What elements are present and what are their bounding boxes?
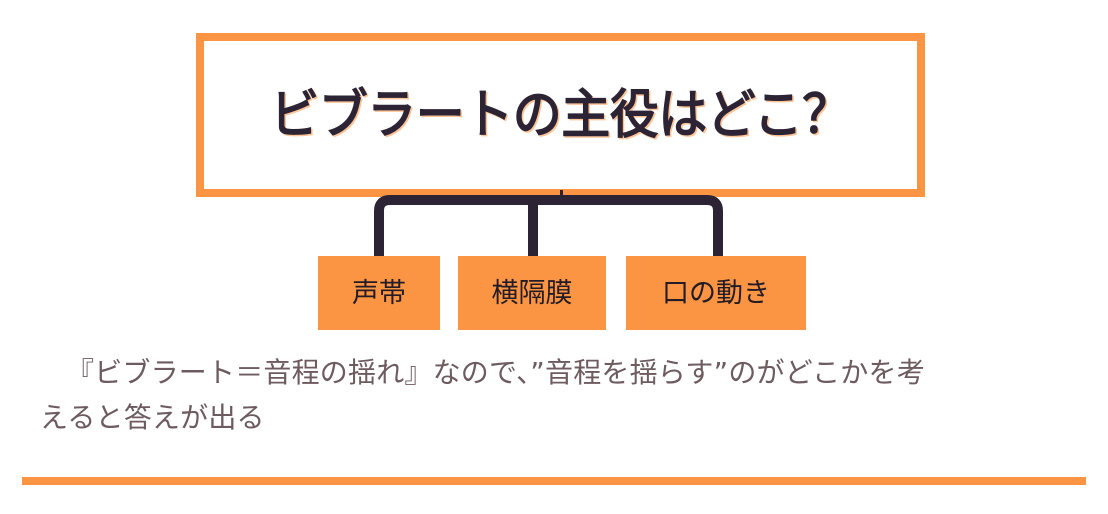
branch-row: 声帯 横隔膜 口の動き xyxy=(0,256,1108,330)
title-box: ビブラートの主役はどこ？ xyxy=(196,33,925,197)
caption-line-2: えると答えが出る xyxy=(40,401,265,435)
branch-box-3[interactable]: 口の動き xyxy=(626,256,806,330)
branch-label-3: 口の動き xyxy=(662,277,770,309)
page-title: ビブラートの主役はどこ？ xyxy=(270,83,851,146)
bottom-accent-rule xyxy=(22,477,1086,485)
branch-label-1: 声帯 xyxy=(352,277,406,309)
connector-middle-drop xyxy=(528,200,538,260)
caption-block: 『ビブラート＝音程の揺れ』なので、”音程を揺らす”のがどこかを考 えると答えが出… xyxy=(40,350,1070,441)
branch-label-2: 横隔膜 xyxy=(491,277,573,309)
tree-connector xyxy=(374,190,723,260)
caption-line-1: 『ビブラート＝音程の揺れ』なので、”音程を揺らす”のがどこかを考 xyxy=(66,356,925,389)
branch-box-2[interactable]: 横隔膜 xyxy=(458,256,606,330)
connector-bracket xyxy=(374,195,723,260)
branch-box-1[interactable]: 声帯 xyxy=(318,256,440,330)
